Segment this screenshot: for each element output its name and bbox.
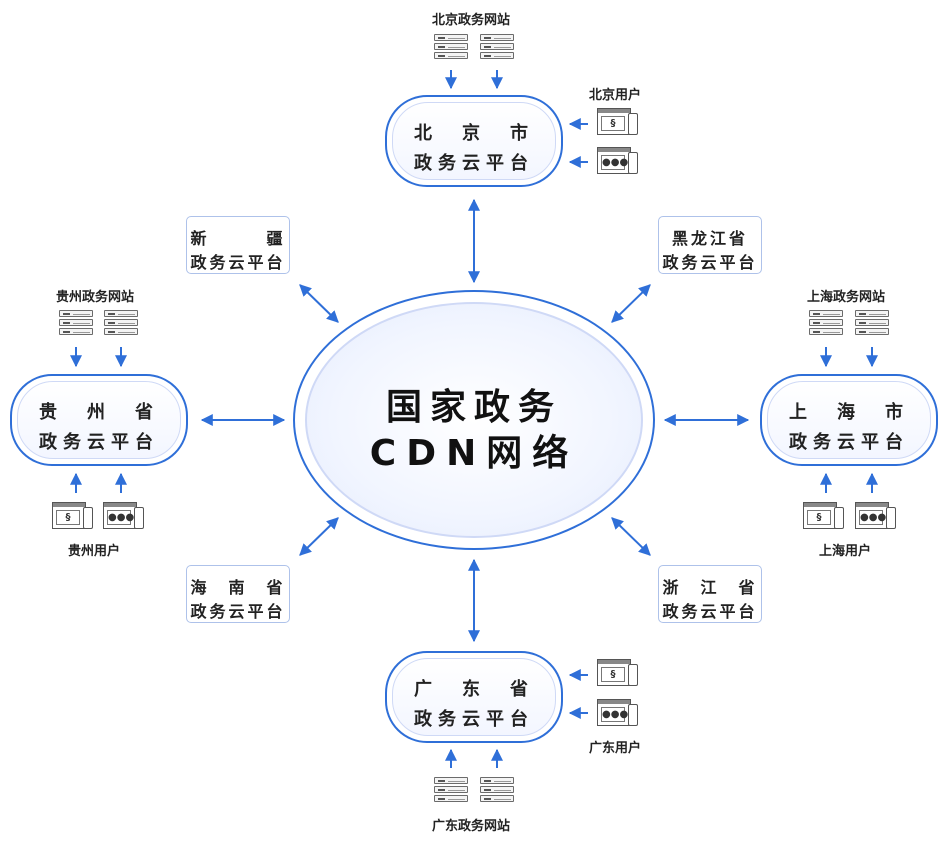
hainan-platform-sub: 政务云平台 xyxy=(190,602,286,621)
server-rack-icon xyxy=(480,777,514,803)
arrow-center-hainan xyxy=(299,517,339,556)
beijing-sites-label: 北京政务网站 xyxy=(432,13,511,28)
server-rack-icon xyxy=(434,777,468,803)
browser-mobile-icon: § xyxy=(597,659,639,687)
beijing-hub-name: 北 京 市 xyxy=(414,123,534,144)
browser-mobile-dots-icon: ●●● xyxy=(103,502,145,530)
guizhou-sites-label: 贵州政务网站 xyxy=(56,290,135,305)
guizhou-hub-name: 贵 州 省 xyxy=(39,402,159,423)
zhejiang-platform: 浙 江 省 政务云平台 xyxy=(658,565,762,623)
xinjiang-platform-name: 新 疆 xyxy=(190,229,286,248)
beijing-users-label: 北京用户 xyxy=(589,88,642,103)
center-title-line1: 国家政务 xyxy=(385,387,562,428)
beijing-hub: 北 京 市 政务云平台 xyxy=(385,95,563,187)
xinjiang-platform-sub: 政务云平台 xyxy=(190,253,286,272)
server-rack-icon xyxy=(104,310,138,336)
heilongjiang-platform-sub: 政务云平台 xyxy=(662,253,758,272)
hainan-platform-name: 海 南 省 xyxy=(190,578,286,597)
guangdong-sites-label: 广东政务网站 xyxy=(432,819,511,834)
server-rack-icon xyxy=(480,34,514,60)
cdn-network-center: 国家政务 CDN网络 xyxy=(293,290,655,550)
xinjiang-platform: 新 疆 政务云平台 xyxy=(186,216,290,274)
server-rack-icon xyxy=(59,310,93,336)
center-title-line2: CDN网络 xyxy=(369,433,579,474)
zhejiang-platform-sub: 政务云平台 xyxy=(662,602,758,621)
browser-mobile-dots-icon: ●●● xyxy=(597,147,639,175)
server-rack-icon xyxy=(855,310,889,336)
browser-mobile-icon: § xyxy=(52,502,94,530)
guizhou-hub-sub: 政务云平台 xyxy=(39,432,159,453)
browser-mobile-icon: § xyxy=(597,108,639,136)
arrow-center-heilongjiang xyxy=(611,284,651,323)
shanghai-hub-name: 上 海 市 xyxy=(789,402,909,423)
cdn-network-center-inner xyxy=(305,302,643,538)
guizhou-hub: 贵 州 省 政务云平台 xyxy=(10,374,188,466)
shanghai-hub: 上 海 市 政务云平台 xyxy=(760,374,938,466)
shanghai-hub-sub: 政务云平台 xyxy=(789,432,909,453)
heilongjiang-platform: 黑龙江省 政务云平台 xyxy=(658,216,762,274)
server-rack-icon xyxy=(434,34,468,60)
shanghai-users-label: 上海用户 xyxy=(819,544,872,559)
arrow-center-zhejiang xyxy=(611,517,651,556)
browser-mobile-dots-icon: ●●● xyxy=(597,699,639,727)
browser-mobile-icon: § xyxy=(803,502,845,530)
shanghai-sites-label: 上海政务网站 xyxy=(807,290,886,305)
guangdong-hub: 广 东 省 政务云平台 xyxy=(385,651,563,743)
zhejiang-platform-name: 浙 江 省 xyxy=(662,578,758,597)
guangdong-hub-sub: 政务云平台 xyxy=(414,709,534,730)
guizhou-users-label: 贵州用户 xyxy=(68,544,121,559)
beijing-hub-sub: 政务云平台 xyxy=(414,153,534,174)
hainan-platform: 海 南 省 政务云平台 xyxy=(186,565,290,623)
guangdong-hub-name: 广 东 省 xyxy=(414,679,534,700)
arrow-center-xinjiang xyxy=(299,284,339,323)
browser-mobile-dots-icon: ●●● xyxy=(855,502,897,530)
server-rack-icon xyxy=(809,310,843,336)
heilongjiang-platform-name: 黑龙江省 xyxy=(671,229,748,248)
guangdong-users-label: 广东用户 xyxy=(589,741,642,756)
